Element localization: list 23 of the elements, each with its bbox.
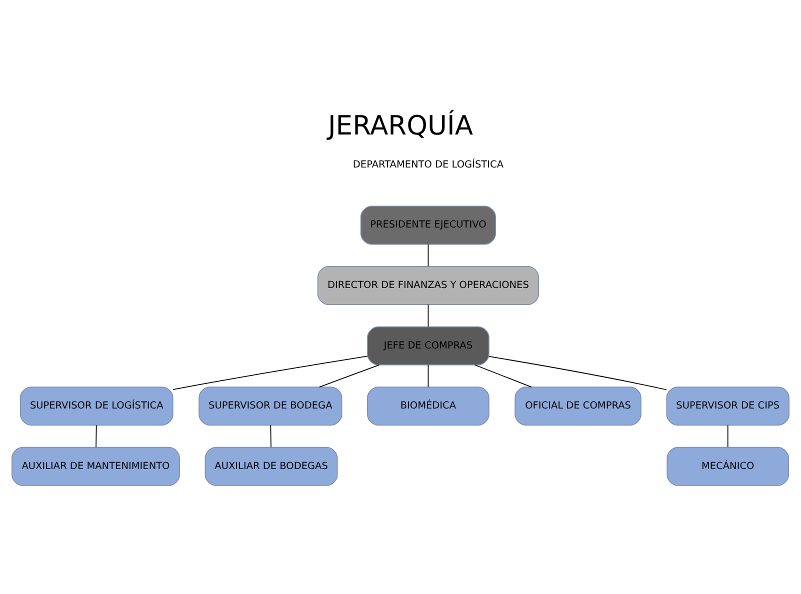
node-box: BIOMÉDICA [367, 386, 490, 426]
connector [474, 364, 532, 387]
connector [318, 364, 380, 387]
connector [172, 355, 368, 390]
connector [270, 424, 272, 448]
connector [428, 304, 429, 326]
node-box: AUXILIAR DE MANTENIMIENTO [12, 446, 180, 486]
node-box: DIRECTOR DE FINANZAS Y OPERACIONES [317, 266, 540, 305]
connector [428, 364, 429, 387]
node-box: MECÁNICO [666, 446, 790, 486]
connector [96, 424, 97, 448]
label: DEPARTAMENTO DE LOGÍSTICA [352, 158, 504, 170]
connector [727, 424, 728, 448]
connector [428, 243, 429, 266]
node-box: AUXILIAR DE BODEGAS [204, 446, 338, 486]
node-box: SUPERVISOR DE BODEGA [198, 386, 342, 426]
node-box: OFICIAL DE COMPRAS [514, 386, 642, 426]
node-box: JEFE DE COMPRAS [367, 326, 490, 365]
node-box: SUPERVISOR DE CIPS [666, 386, 790, 426]
diagram-title: JERARQUÍA [328, 110, 474, 141]
connector [488, 356, 667, 390]
node-box: SUPERVISOR DE LOGÍSTICA [20, 386, 174, 426]
node-box: PRESIDENTE EJECUTIVO [360, 205, 496, 244]
